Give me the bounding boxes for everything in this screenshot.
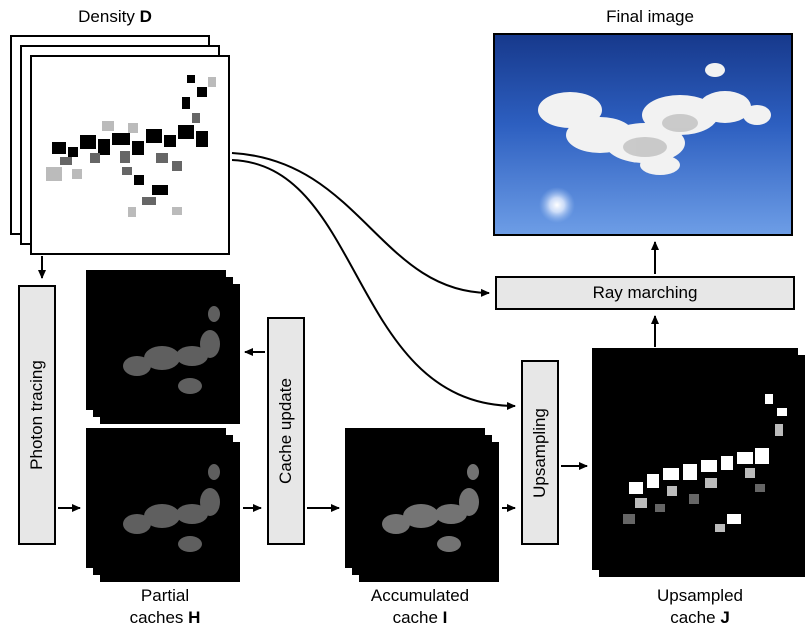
ray-marching-box: Ray marching: [495, 276, 795, 310]
upsampled-cache-symbol: J: [720, 608, 730, 627]
arrow-density-to-ray-marching: [231, 152, 490, 297]
partial-lower-sheet-front: [100, 442, 240, 582]
partial-upper-image: [123, 306, 220, 394]
upsampled-cache-line2: cache J: [620, 607, 780, 629]
accumulated-cache-line1: Accumulated: [370, 586, 470, 605]
accumulated-image: [382, 464, 479, 552]
density-sheet-front: [30, 55, 230, 255]
upsampled-cache-label: Upsampled cache J: [620, 585, 780, 629]
density-symbol: D: [139, 7, 152, 26]
accumulated-cache-line2: cache I: [340, 607, 500, 629]
partial-caches-symbol: H: [188, 608, 201, 627]
upsampling-box: Upsampling: [521, 360, 559, 545]
partial-caches-line1: Partial: [140, 586, 190, 605]
cache-update-box: Cache update: [267, 317, 305, 545]
cloud-render: [538, 63, 771, 223]
accumulated-sheet-front: [359, 442, 499, 582]
density-volume-image: [46, 75, 216, 217]
cloud: [538, 63, 771, 175]
upsampled-image: [623, 394, 787, 532]
arrow-density-to-upsampling: [231, 159, 516, 410]
partial-caches-line2-text: caches: [129, 608, 189, 627]
partial-upper-sheet-front: [100, 284, 240, 424]
final-image: [493, 33, 793, 236]
density-label-text: Density: [78, 7, 140, 26]
accumulated-cache-line2-text: cache: [392, 608, 443, 627]
upsampled-cache-line2-text: cache: [670, 608, 721, 627]
partial-caches-line2: caches H: [90, 607, 240, 629]
upsampled-sheet-front: [603, 362, 803, 572]
partial-caches-label: Partial caches H: [90, 585, 240, 629]
photon-tracing-box: Photon tracing: [18, 285, 56, 545]
sun: [539, 187, 575, 223]
ray-marching-label: Ray marching: [592, 283, 698, 302]
final-image-label: Final image: [606, 7, 694, 26]
accumulated-cache-label: Accumulated cache I: [340, 585, 500, 629]
accumulated-cache-symbol: I: [442, 608, 448, 627]
density-label: Density D: [50, 6, 180, 28]
upsampled-cache-line1: Upsampled: [657, 586, 743, 605]
partial-lower-image: [123, 464, 220, 552]
